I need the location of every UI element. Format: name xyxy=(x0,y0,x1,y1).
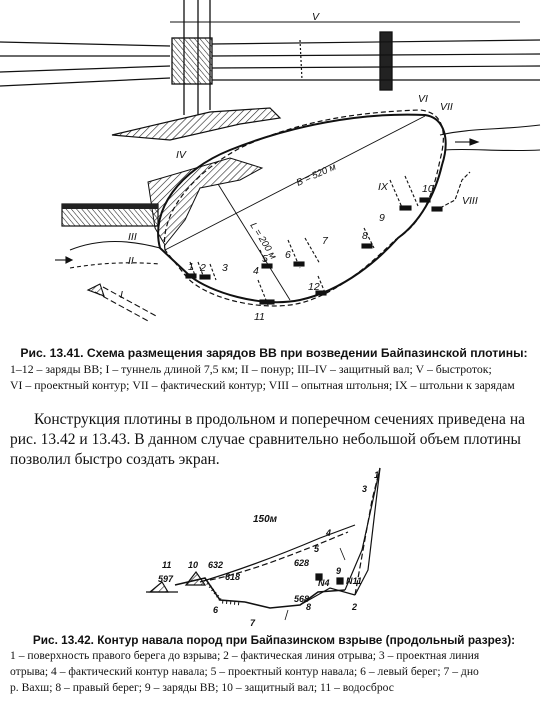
actual-contour-vii xyxy=(157,113,447,304)
line-1-surface-before xyxy=(354,467,381,596)
dimension-b-line xyxy=(164,115,426,251)
spillway-structure xyxy=(170,0,520,115)
charge-n4-label: N4 xyxy=(318,578,330,588)
line-2-actual-rupture xyxy=(344,467,381,591)
figure-13-41-caption-title: Рис. 13.41. Схема размещения зарядов ВВ … xyxy=(20,346,528,360)
label-charge-5: 5 xyxy=(262,253,268,265)
figure-13-42-legend-line: р. Вахш; 8 – правый берег; 9 – заряды ВВ… xyxy=(10,681,394,694)
charge-n4 xyxy=(315,573,323,581)
label-charge-11: 11 xyxy=(254,311,265,323)
elev-597: 597 xyxy=(158,574,174,584)
figure-13-41-charge-layout: V VI VII IV III II I IX VIII B = 520 м L… xyxy=(0,0,541,323)
body-line: рис. 13.42 и 13.43. В данном случае срав… xyxy=(10,431,521,448)
elev-618: 618 xyxy=(225,572,240,582)
label-iii: III xyxy=(128,231,137,243)
label-viii: VIII xyxy=(462,195,478,207)
label-vi: VI xyxy=(418,93,428,105)
protective-embankment-10 xyxy=(184,570,207,586)
tunnel-i xyxy=(86,283,159,323)
design-contour-vi xyxy=(163,109,444,307)
line-5-design-heap xyxy=(209,531,349,581)
protective-embankment-iii xyxy=(61,203,159,227)
scale-label: 150м xyxy=(253,514,278,525)
label-b-width: B = 520 м xyxy=(295,161,338,188)
label-charge-6: 6 xyxy=(285,249,291,261)
label-i: I xyxy=(120,289,123,301)
label-5: 5 xyxy=(314,544,320,554)
label-2: 2 xyxy=(351,602,357,612)
label-charge-10: 10 xyxy=(422,183,434,195)
body-line: Конструкция плотины в продольном и попер… xyxy=(34,411,525,428)
figure-13-41-legend-line: VI – проектный контур; VII – фактический… xyxy=(10,378,515,392)
figure-13-42-longitudinal-section: 150м 632 618 628 597 568 N4 N11 1 2 3 4 … xyxy=(146,467,381,628)
charges xyxy=(185,175,443,306)
label-vii: VII xyxy=(440,101,453,113)
label-charge-12: 12 xyxy=(308,281,320,293)
label-charge-1: 1 xyxy=(188,261,194,273)
experimental-adit-viii xyxy=(439,171,471,209)
body-line: позволил быстро создать экран. xyxy=(10,451,220,468)
chute-channel xyxy=(0,39,541,87)
label-iv: IV xyxy=(176,149,187,161)
charge-n11-label: N11 xyxy=(346,576,362,586)
label-10: 10 xyxy=(188,560,198,570)
river-right xyxy=(439,124,541,152)
figure-13-42-legend-line: 1 – поверхность правого берега до взрыва… xyxy=(10,649,480,662)
line-8-right-bank xyxy=(299,587,356,606)
label-charge-8: 8 xyxy=(362,230,368,242)
label-3: 3 xyxy=(362,484,367,494)
label-6: 6 xyxy=(213,605,219,615)
dimension-l-line xyxy=(217,183,291,301)
label-charge-9: 9 xyxy=(379,212,385,224)
label-ix: IX xyxy=(378,181,389,193)
label-1: 1 xyxy=(374,470,379,480)
label-7: 7 xyxy=(250,618,256,628)
figure-13-42-legend-line: отрыва; 4 – фактический контур навала; 5… xyxy=(10,665,479,678)
label-v: V xyxy=(312,11,320,23)
figure-13-42-caption: Рис. 13.42. Контур навала пород при Байп… xyxy=(10,632,538,696)
river-left-ponur-ii xyxy=(55,240,161,269)
protective-embankment-iv xyxy=(111,107,282,141)
figure-13-41-caption: Рис. 13.41. Схема размещения зарядов ВВ … xyxy=(10,345,538,393)
label-11: 11 xyxy=(162,560,171,570)
label-8: 8 xyxy=(306,602,311,612)
label-charge-4: 4 xyxy=(253,265,259,277)
label-charge-7: 7 xyxy=(322,235,329,247)
charge-n11 xyxy=(336,577,344,585)
figure-13-42-caption-title: Рис. 13.42. Контур навала пород при Байп… xyxy=(32,633,516,647)
elev-568: 568 xyxy=(294,594,309,604)
body-paragraph: Конструкция плотины в продольном и попер… xyxy=(10,410,540,470)
label-charge-2: 2 xyxy=(199,262,206,274)
line-4-actual-heap xyxy=(199,524,356,583)
figure-13-41-legend-line: 1–12 – заряды ВВ; I – туннель длиной 7,5… xyxy=(10,362,492,376)
label-charge-3: 3 xyxy=(222,262,228,274)
label-ii: II xyxy=(128,255,134,267)
label-9: 9 xyxy=(336,566,341,576)
elev-632: 632 xyxy=(208,560,223,570)
elev-628: 628 xyxy=(294,558,309,568)
label-4: 4 xyxy=(325,528,331,538)
